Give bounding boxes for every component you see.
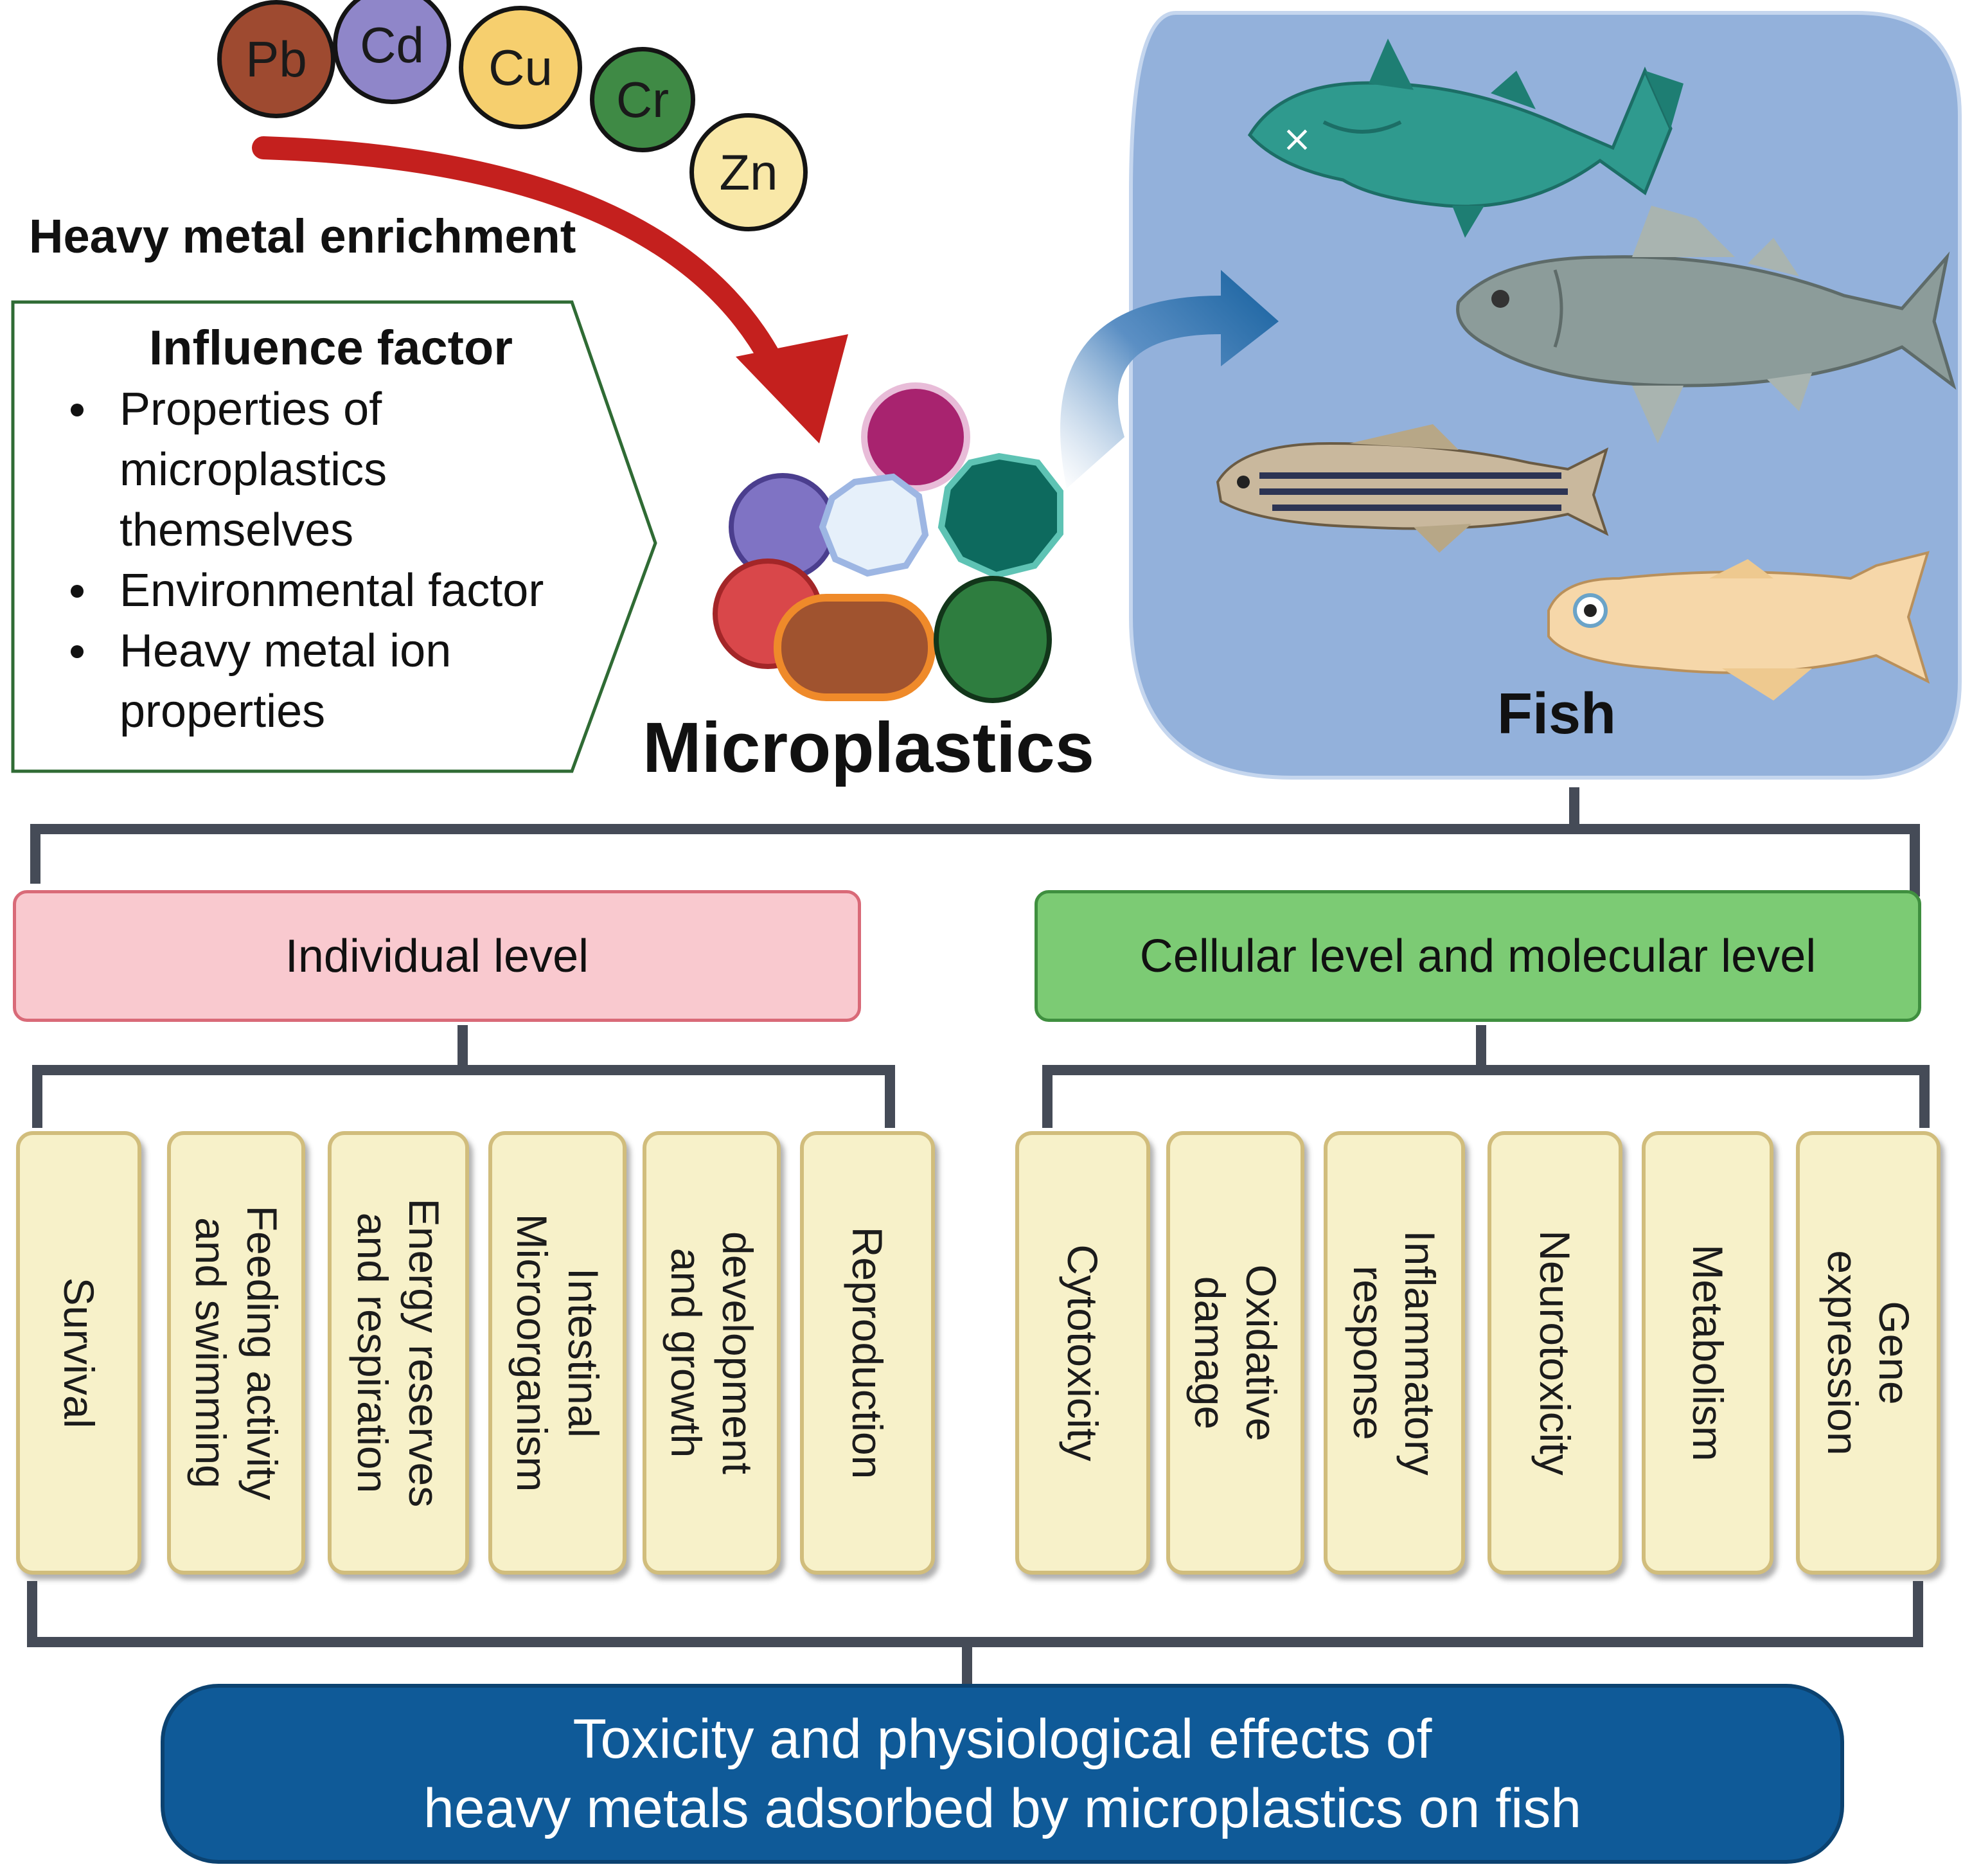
effect-inflammatory-response: Inflammatory response [1324, 1131, 1465, 1575]
enrichment-arrow [252, 136, 848, 443]
connector-lines [27, 787, 1930, 1684]
metal-ion-zn: Zn [689, 113, 808, 231]
grey-fish-illustration [1456, 206, 1957, 443]
conclusion-banner: Toxicity and physiological effects of he… [161, 1684, 1844, 1864]
microplastic-cluster [713, 382, 1063, 703]
effect-gene-expression: Gene expression [1796, 1131, 1941, 1575]
effect-oxidative-damage: Oxidative damage [1166, 1131, 1304, 1575]
fish-label: Fish [1497, 682, 1617, 746]
metal-ion-cr: Cr [590, 47, 695, 152]
uptake-arrow [1060, 270, 1279, 488]
effect-metabolism: Metabolism [1642, 1131, 1773, 1575]
conclusion-text: Toxicity and physiological effects of he… [423, 1708, 1582, 1839]
effect-energy-respiration: Energy reserves and respiration [328, 1131, 469, 1575]
influence-factor-list: Properties of microplastics themselves E… [71, 379, 636, 742]
effect-development-growth: development and growth [643, 1131, 781, 1575]
influence-factor-frame [11, 300, 657, 773]
individual-level-label: Individual level [285, 930, 589, 982]
effect-reproduction: Reproduction [800, 1131, 935, 1575]
effect-intestinal-microorganism: Intestinal Microorganism [488, 1131, 626, 1575]
metal-ion-cd: Cd [333, 0, 451, 104]
cellular-level-box: Cellular level and molecular level [1035, 890, 1921, 1022]
microplastics-label: Microplastics [643, 708, 1095, 787]
metal-ion-cu: Cu [459, 6, 582, 129]
effect-neurotoxicity: Neurotoxicity [1488, 1131, 1622, 1575]
influence-factor-item: Environmental factor [71, 560, 636, 621]
cellular-level-label: Cellular level and molecular level [1139, 930, 1817, 982]
medaka-illustration [1547, 551, 1930, 701]
effect-survival: Survival [16, 1131, 141, 1575]
influence-factor-title: Influence factor [149, 321, 513, 375]
zebrafish-illustration [1216, 424, 1609, 553]
metal-ion-pb: Pb [217, 0, 335, 118]
individual-level-box: Individual level [13, 890, 861, 1022]
heavy-metal-enrichment-label: Heavy metal enrichment [29, 210, 576, 263]
effect-cytotoxicity: Cytotoxicity [1015, 1131, 1150, 1575]
teal-fish-illustration: × [1247, 39, 1683, 238]
influence-factor-item: Heavy metal ion properties [71, 621, 636, 742]
influence-factor-item: Properties of microplastics themselves [71, 379, 636, 560]
effect-feeding-swimming: Feeding activity and swimming [167, 1131, 305, 1575]
svg-text:×: × [1282, 118, 1312, 160]
